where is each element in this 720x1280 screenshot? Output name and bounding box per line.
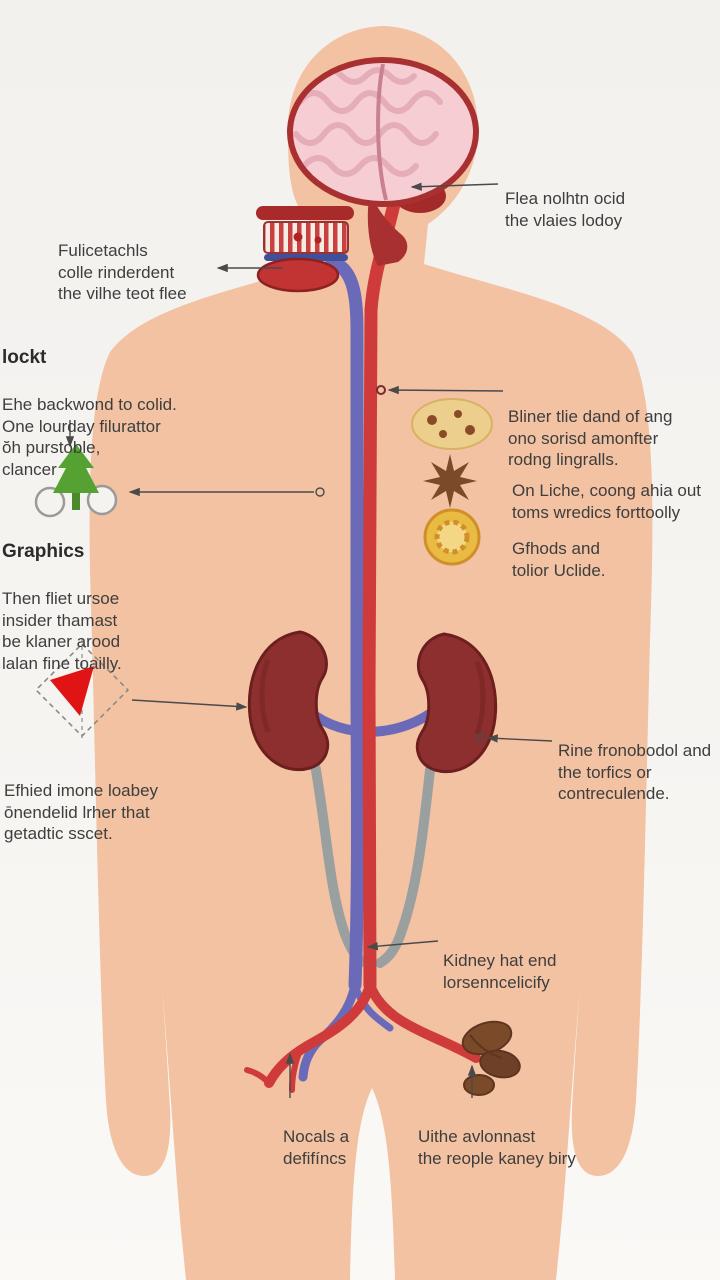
label-vessels-text: Kidney hat end lorsenncelicify	[443, 950, 557, 992]
arrow-right-kidney	[486, 734, 553, 743]
intestine-piece-icon	[461, 1020, 521, 1096]
dot-right-kidney	[475, 733, 485, 743]
annotation-arrows	[65, 182, 553, 1098]
label-left-block-2-text: Then fliet ursoe insider thamast be klan…	[2, 588, 122, 674]
arrow-right-1	[387, 385, 504, 395]
label-right-kidney-text: Rine fronobodol and the torfics or contr…	[558, 740, 712, 804]
cookie-blob-icon	[411, 398, 493, 450]
label-left-block-1-heading: lockt	[2, 346, 47, 368]
label-bottom-left-text: Nocals a defifíncs	[283, 1126, 350, 1168]
label-right-2: On Liche, coong ahia out toms wredics fo…	[512, 458, 717, 523]
arrow-vessels	[366, 940, 439, 951]
label-right-1-text: Bliner tlie dand of ang ono sorisd amonf…	[508, 406, 673, 470]
label-bottom-left: Nocals a defifíncs	[283, 1104, 423, 1169]
label-left-block-1-text: Ehe backwond to colid. One lourday filur…	[2, 394, 177, 480]
label-brain-text: Flea nolhtn ocid the vlaies lodoy	[505, 188, 626, 230]
starburst-icon	[423, 454, 477, 508]
label-brain: Flea nolhtn ocid the vlaies lodoy	[505, 166, 700, 231]
funnel-chart-icon	[34, 638, 130, 742]
label-mouth: Fulicetachls colle rinderdent the vilhe …	[58, 218, 223, 305]
label-right-3: Gfhods and tolior Uclide.	[512, 516, 702, 581]
dot-plant-line	[315, 487, 325, 497]
label-left-kidney-text: Efhied imone loabey ōnendelid lrher that…	[4, 780, 159, 844]
dot-artery	[376, 385, 386, 395]
plant-sample-icon	[34, 444, 118, 518]
label-bottom-right: Uithe avlonnast the reople kaney biry	[418, 1104, 648, 1169]
label-right-kidney: Rine fronobodol and the torfics or contr…	[558, 718, 718, 805]
label-right-3-text: Gfhods and tolior Uclide.	[512, 538, 606, 580]
label-left-block-1: lockt Ehe backwond to colid. One lourday…	[2, 324, 212, 481]
arrow-left-kidney	[131, 699, 248, 711]
label-left-block-2-heading: Graphics	[2, 540, 85, 562]
label-mouth-text: Fulicetachls colle rinderdent the vilhe …	[58, 240, 187, 304]
label-left-kidney: Efhied imone loabey ōnendelid lrher that…	[4, 758, 219, 845]
label-left-block-2: Graphics Then fliet ursoe insider thamas…	[2, 518, 212, 675]
label-vessels: Kidney hat end lorsenncelicify	[443, 928, 643, 993]
label-bottom-right-text: Uithe avlonnast the reople kaney biry	[418, 1126, 576, 1168]
label-right-1: Bliner tlie dand of ang ono sorisd amonf…	[508, 384, 713, 471]
label-right-2-text: On Liche, coong ahia out toms wredics fo…	[512, 480, 702, 522]
mouth-illustration	[256, 206, 354, 293]
left-kidney	[247, 630, 330, 771]
brain-illustration	[287, 57, 479, 266]
flower-ring-icon	[423, 508, 481, 566]
arrow-brain	[410, 182, 499, 191]
brainstem	[367, 192, 408, 266]
